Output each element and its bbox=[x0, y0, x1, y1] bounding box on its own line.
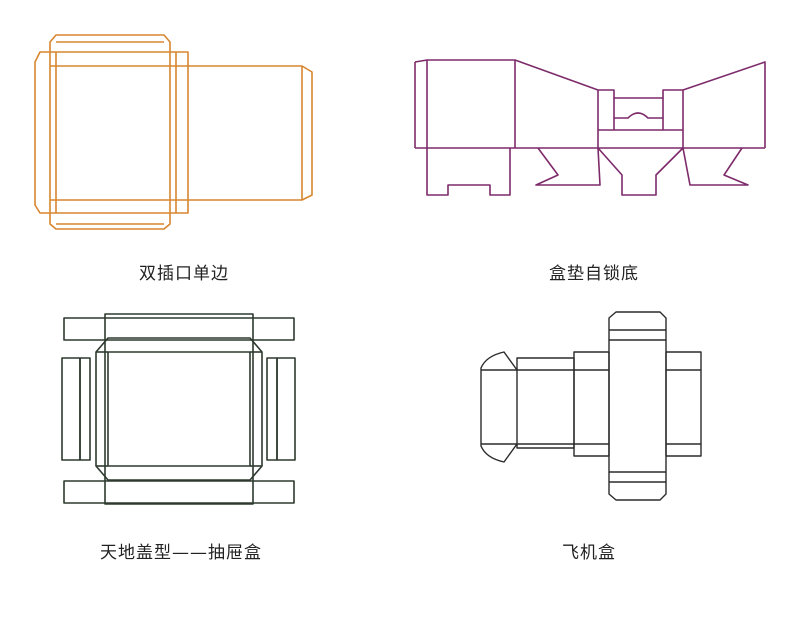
mailer-box-dieline bbox=[480, 311, 702, 501]
caption-double-tuck: 双插口单边 bbox=[139, 264, 229, 284]
drawer-box-dieline bbox=[61, 313, 296, 505]
caption-drawer-box: 天地盖型——抽屉盒 bbox=[100, 543, 262, 563]
caption-crash-lock: 盒垫自锁底 bbox=[549, 264, 639, 284]
double-tuck-dieline bbox=[34, 34, 313, 230]
crash-lock-dieline bbox=[414, 59, 766, 196]
caption-mailer-box: 飞机盒 bbox=[562, 543, 616, 563]
